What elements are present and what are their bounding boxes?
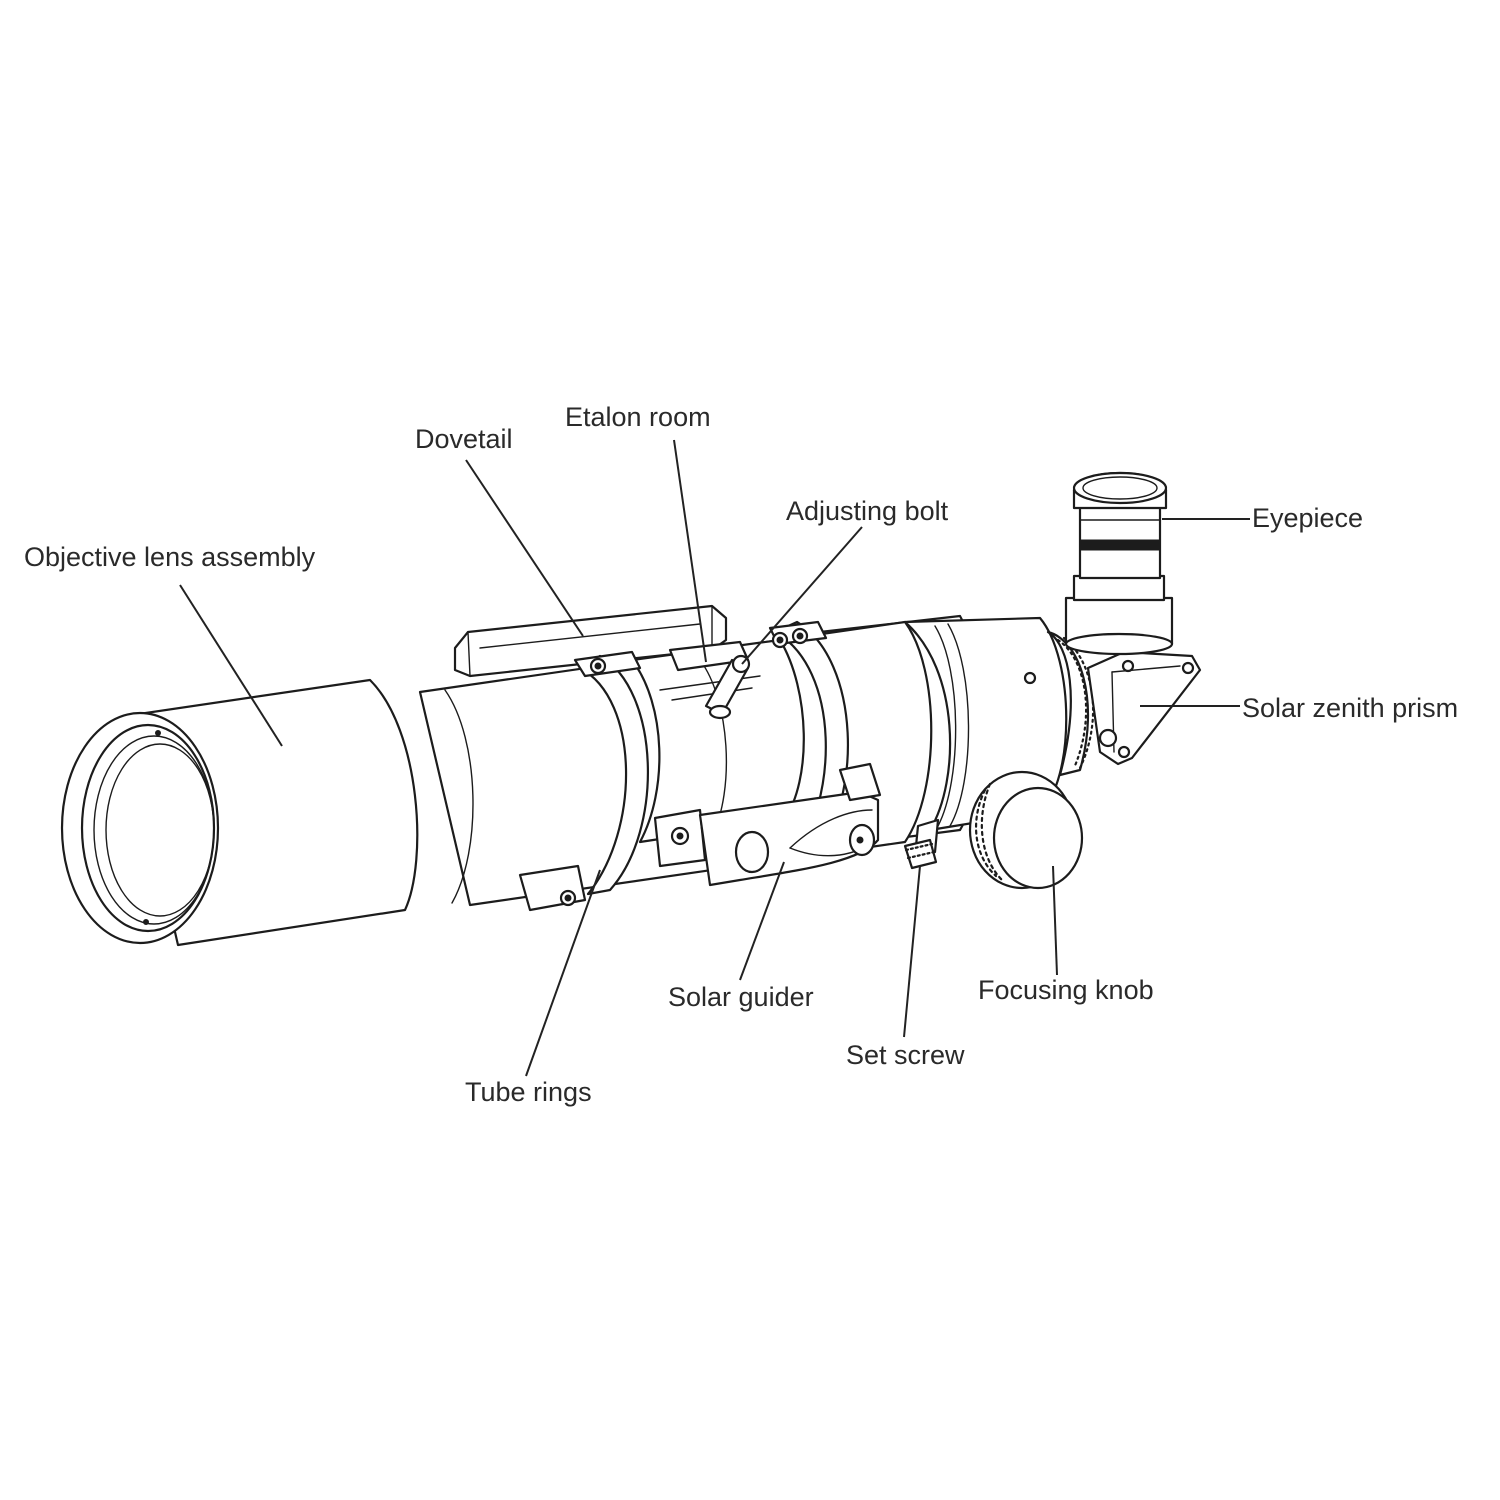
tube-ring-front: [518, 650, 649, 912]
label-tube-rings: Tube rings: [465, 1077, 592, 1107]
set-screw: [903, 818, 940, 870]
label-adjusting-bolt: Adjusting bolt: [786, 496, 949, 526]
label-objective-lens-assembly: Objective lens assembly: [24, 542, 316, 572]
leader-focusing-knob: [1052, 865, 1058, 976]
objective-lens-assembly: [60, 678, 419, 947]
label-solar-guider: Solar guider: [668, 982, 814, 1012]
label-eyepiece: Eyepiece: [1252, 503, 1363, 533]
leader-adjusting-bolt: [741, 526, 863, 665]
leader-lines: [179, 439, 1250, 1077]
label-etalon-room: Etalon room: [565, 402, 711, 432]
label-focusing-knob: Focusing knob: [978, 975, 1154, 1005]
leader-dovetail: [465, 459, 584, 637]
leader-etalon: [673, 439, 707, 663]
label-set-screw: Set screw: [846, 1040, 965, 1070]
leader-tube-rings: [525, 869, 601, 1077]
focusing-knob: [968, 770, 1084, 890]
label-dovetail: Dovetail: [415, 424, 513, 454]
label-solar-zenith-prism: Solar zenith prism: [1242, 693, 1458, 723]
solar-zenith-prism: [1086, 650, 1202, 766]
leader-objective: [179, 584, 283, 747]
solar-guider: [653, 762, 882, 887]
leader-set-screw: [903, 865, 921, 1038]
dovetail-bar: [453, 604, 728, 678]
leader-solar-guider: [739, 861, 785, 981]
eyepiece: [1064, 471, 1174, 656]
